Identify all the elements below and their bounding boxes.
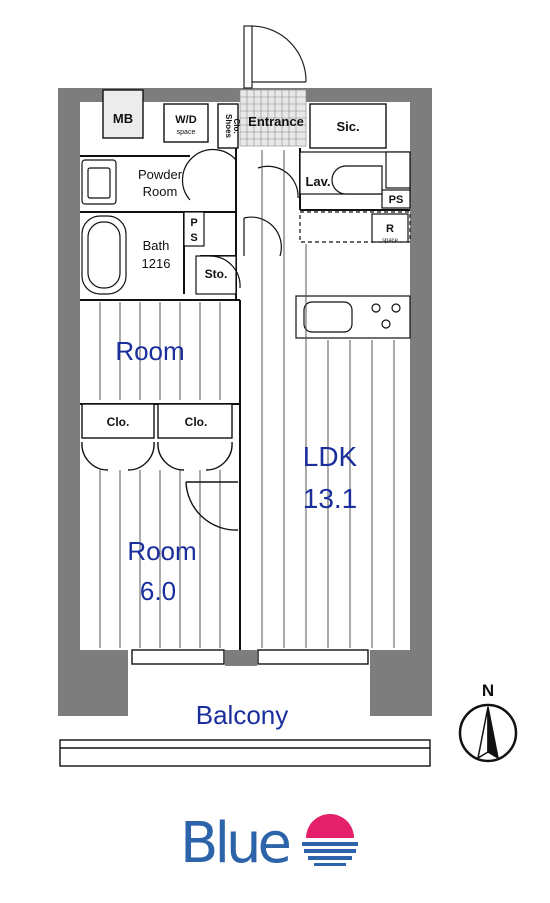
room-bottom-label: Room: [127, 536, 196, 566]
brand-name: Blue: [180, 811, 292, 876]
shoes-label: Shoes: [224, 114, 233, 139]
lavatory-fixtures: [257, 151, 411, 209]
compass-label: N: [482, 681, 494, 700]
utility-boxes: [102, 89, 387, 149]
closet-1-label: Clo.: [107, 415, 130, 429]
ps-label: PS: [389, 194, 404, 206]
kitchen-counter: [295, 211, 411, 339]
room-bottom-size-label: 6.0: [140, 576, 176, 606]
closets: [81, 403, 239, 531]
bath-label: Bath: [143, 238, 170, 253]
north-compass-icon: N: [458, 681, 518, 763]
floor-boards: [99, 150, 395, 648]
closet-2-label: Clo.: [185, 415, 208, 429]
sto-label: Sto.: [205, 267, 228, 281]
ldk-size-label: 13.1: [303, 483, 358, 514]
wd-sub-label: space: [177, 129, 196, 136]
entrance-door: [243, 25, 307, 89]
ps2-s-label: S: [190, 232, 197, 244]
ps2-p-label: P: [190, 217, 197, 229]
entrance-tiles: [239, 89, 307, 147]
bath-fixtures: [81, 211, 282, 295]
balcony-windows: [59, 649, 431, 767]
lav-label: Lav.: [305, 174, 330, 189]
outer-walls: [58, 88, 432, 716]
mb-label: MB: [113, 111, 133, 126]
ldk-label: LDK: [303, 441, 358, 472]
wd-label: W/D: [175, 114, 196, 126]
powder-room-label: Room: [143, 184, 178, 199]
powder-fixtures: [81, 148, 237, 205]
room-top-label: Room: [115, 336, 184, 366]
r-sub-label: space: [382, 238, 399, 244]
powder-label: Powder: [138, 167, 183, 182]
sun-icon: [302, 814, 358, 866]
entrance-label: Entrance: [248, 114, 304, 129]
balcony-label: Balcony: [196, 700, 289, 730]
shoes-clo-label: Clo.: [232, 118, 241, 133]
sic-label: Sic.: [336, 119, 359, 134]
bath-size-label: 1216: [142, 256, 171, 271]
brand-logo: Blue: [180, 811, 358, 876]
r-label: R: [386, 223, 394, 235]
